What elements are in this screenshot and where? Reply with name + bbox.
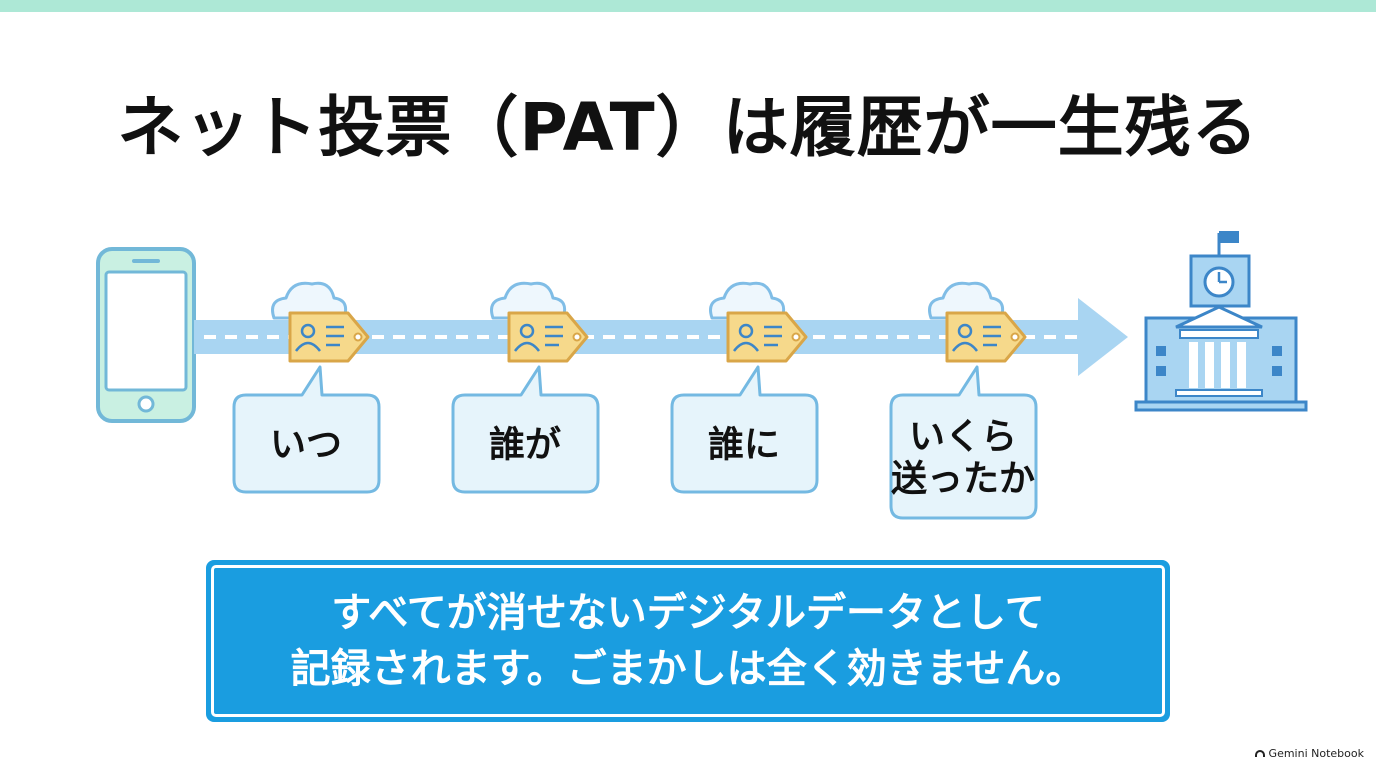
id-tag-icon [288, 311, 370, 363]
step-marker: いつ [232, 281, 381, 494]
step-bubble: 誰に [670, 365, 819, 494]
id-tag-icon [726, 311, 808, 363]
cloud-icon [271, 281, 348, 320]
cloud-icon [928, 281, 1005, 320]
step-bubble: いつ [232, 365, 381, 494]
id-tag-icon [507, 311, 589, 363]
step-label: いつ [270, 425, 342, 466]
step-marker: 誰が [451, 281, 600, 494]
step-label: 送ったか [891, 459, 1035, 500]
summary-line-2: 記録されます。ごまかしは全く効きません。 [290, 646, 1086, 692]
summary-line-1: すべてが消せないデジタルデータとして [331, 590, 1045, 636]
top-accent-bar [0, 0, 1376, 12]
step-marker: 誰に [670, 281, 819, 494]
smartphone-icon [96, 247, 196, 423]
step-label: 誰に [708, 425, 780, 466]
step-bubble: 誰が [451, 365, 600, 494]
watermark: Gemini Notebook [1254, 747, 1364, 760]
id-tag-icon [945, 311, 1027, 363]
summary-message-frame: すべてが消せないデジタルデータとして 記録されます。ごまかしは全く効きません。 [211, 565, 1165, 717]
step-label: 誰が [489, 425, 561, 466]
notebook-logo-icon [1254, 750, 1265, 757]
step-label: いくら [909, 417, 1017, 458]
watermark-text: Gemini Notebook [1268, 747, 1364, 760]
slide-title: ネット投票（PAT）は履歴が一生残る [117, 89, 1259, 166]
building-icon [1134, 231, 1308, 412]
summary-message-box: すべてが消せないデジタルデータとして 記録されます。ごまかしは全く効きません。 [206, 560, 1170, 722]
cloud-icon [490, 281, 567, 320]
cloud-icon [709, 281, 786, 320]
